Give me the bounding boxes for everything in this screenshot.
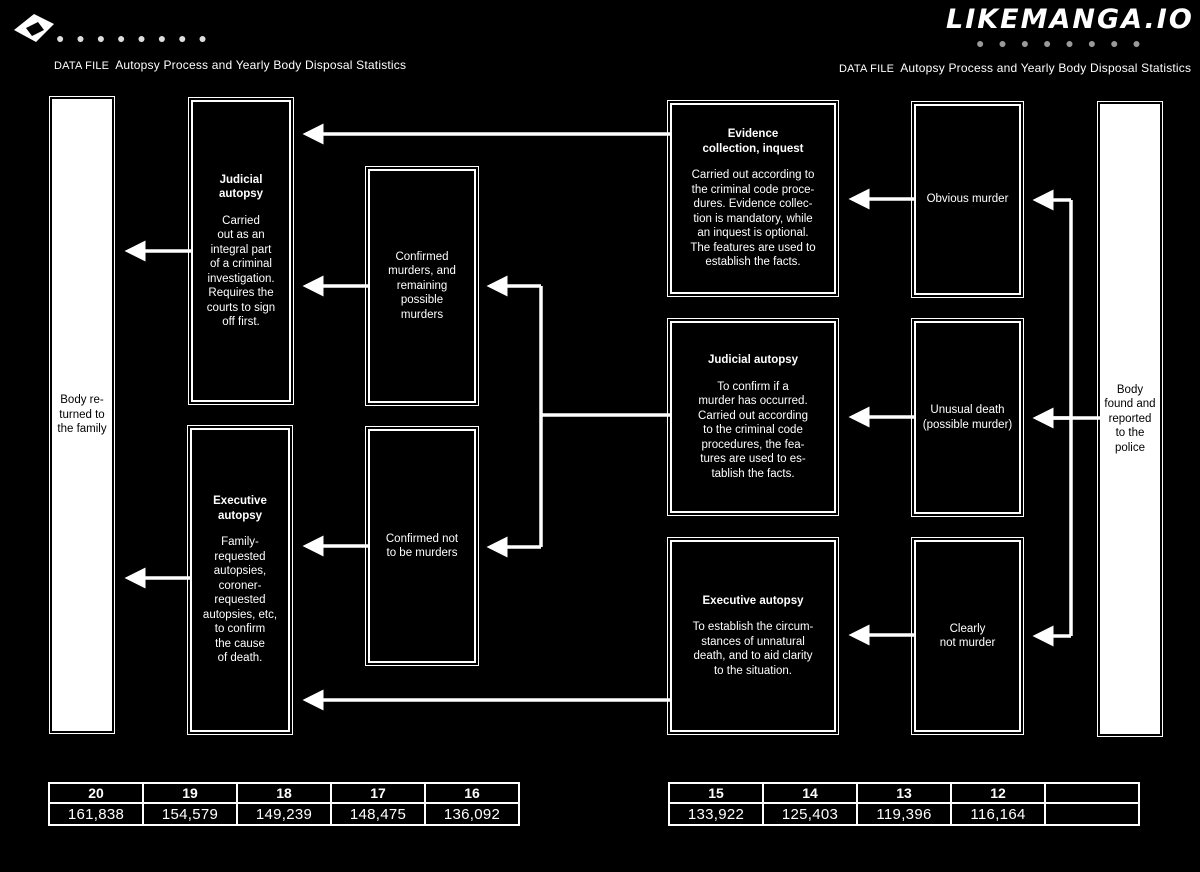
executive-autopsy-left-box: Executive autopsy Family- requested auto… [187,425,293,735]
left-header-title: Autopsy Process and Yearly Body Disposal… [115,58,407,72]
arrow-to-obvious [1036,200,1100,636]
value-cell: 133,922 [668,802,764,826]
confirmed-not-murders-box: Confirmed not to be murders [365,426,479,666]
evidence-collection-title: Evidence collection, inquest [702,128,804,155]
year-cell: 12 [950,782,1046,804]
executive-autopsy-left-text: Family- requested autopsies, coroner- re… [202,536,278,665]
branch-line [539,286,670,547]
right-header-title: Autopsy Process and Yearly Body Disposal… [900,61,1192,75]
value-cell: 148,475 [330,802,426,826]
obvious-murder-box: Obvious murder [911,101,1024,298]
year-cell: 13 [856,782,952,804]
executive-autopsy-mid-box: Executive autopsy To establish the circu… [667,537,839,735]
body-returned-column: Body re- turned to the family [49,96,115,734]
year-cell: 20 [48,782,144,804]
year-cell: 19 [142,782,238,804]
value-cell: 161,838 [48,802,144,826]
judicial-autopsy-left-box: Judicial autopsy Carried out as an integ… [188,97,294,405]
judicial-autopsy-left-text: Carried out as an integral part of a cri… [206,214,276,329]
executive-autopsy-left-title: Executive autopsy [213,495,267,522]
left-header-tag: DATA FILE [54,60,110,72]
evidence-collection-box: Evidence collection, inquest Carried out… [667,100,839,297]
value-cell: 119,396 [856,802,952,826]
judicial-autopsy-mid-box: Judicial autopsy To confirm if a murder … [667,318,839,516]
year-cell: 16 [424,782,520,804]
year-cell [1044,782,1140,804]
executive-autopsy-mid-text: To establish the circum- stances of unna… [692,621,814,677]
unusual-death-text: Unusual death (possible murder) [922,404,1013,431]
clearly-not-murder-text: Clearly not murder [939,622,996,650]
value-cell: 136,092 [424,802,520,826]
right-header-tag: DATA FILE [839,63,895,75]
evidence-collection-text: Carried out according to the criminal co… [690,169,816,269]
value-cell: 116,164 [950,802,1046,826]
confirmed-murders-text: Confirmed murders, and remaining possibl… [388,250,456,321]
value-cell: 125,403 [762,802,858,826]
value-cell [1044,802,1140,826]
obvious-murder-text: Obvious murder [926,193,1009,206]
value-cell: 149,239 [236,802,332,826]
clearly-not-murder-box: Clearly not murder [911,537,1024,735]
body-found-column: Body found and reported to the police [1097,101,1163,737]
confirmed-murders-box: Confirmed murders, and remaining possibl… [365,166,479,406]
year-cell: 15 [668,782,764,804]
watermark-sub: ● ● ● ● ● ● ● ● [976,35,1146,51]
year-cell: 17 [330,782,426,804]
logo-icon [12,12,56,46]
judicial-autopsy-mid-text: To confirm if a murder has occurred. Car… [698,380,808,480]
confirmed-not-murders-text: Confirmed not to be murders [385,532,459,560]
watermark: LIKEMANGA.IO [946,4,1194,35]
logo-text: ● ● ● ● ● ● ● ● [56,30,211,46]
judicial-autopsy-left-title: Judicial autopsy [218,173,264,201]
year-cell: 14 [762,782,858,804]
stats-table-left: 20 19 18 17 16 161,838 154,579 149,239 1… [48,782,520,826]
executive-autopsy-mid-title: Executive autopsy [702,594,804,607]
left-header: DATA FILE Autopsy Process and Yearly Body… [54,58,406,72]
stats-table-right: 15 14 13 12 133,922 125,403 119,396 116,… [668,782,1140,826]
judicial-autopsy-mid-title: Judicial autopsy [707,354,799,366]
unusual-death-box: Unusual death (possible murder) [911,318,1024,517]
year-cell: 18 [236,782,332,804]
right-header: DATA FILE Autopsy Process and Yearly Body… [839,61,1191,75]
value-cell: 154,579 [142,802,238,826]
